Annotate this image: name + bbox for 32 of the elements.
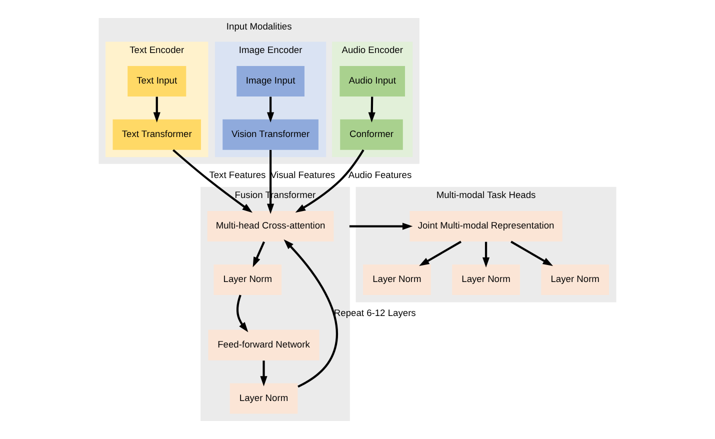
node-box: Vision Transformer (222, 119, 318, 150)
arrow (295, 149, 364, 213)
arrow (236, 294, 248, 332)
node-box: Layer Norm (363, 264, 431, 295)
edge-label: Text Features (209, 170, 266, 180)
edge-label: Visual Features (270, 170, 336, 180)
node-box: Feed-forward Network (208, 330, 320, 360)
arrow (266, 150, 274, 214)
node-box: Multi-head Cross-attention (207, 211, 334, 242)
arrow (419, 240, 462, 266)
arrow (368, 96, 376, 122)
arrow (252, 241, 266, 268)
node-box: Text Transformer (112, 119, 201, 150)
node-box: Audio Input (340, 66, 405, 96)
arrow (266, 96, 274, 122)
node-box: Layer Norm (214, 264, 282, 295)
node-box: Layer Norm (230, 383, 298, 414)
arrow (260, 360, 268, 386)
node-box: Layer Norm (452, 264, 520, 295)
arrow (153, 96, 160, 122)
node-box: Joint Multi-modal Representation (410, 211, 562, 242)
arrow (172, 149, 252, 213)
arrow (482, 242, 490, 268)
arrow (510, 240, 553, 266)
node-box: Text Input (128, 66, 186, 96)
node-box: Conformer (340, 119, 403, 150)
arrow (284, 239, 338, 388)
edge-label: Repeat 6-12 Layers (334, 308, 416, 318)
arrow (349, 222, 413, 230)
edge-label: Audio Features (348, 170, 412, 180)
node-box: Image Input (236, 66, 304, 96)
node-box: Layer Norm (541, 264, 610, 295)
